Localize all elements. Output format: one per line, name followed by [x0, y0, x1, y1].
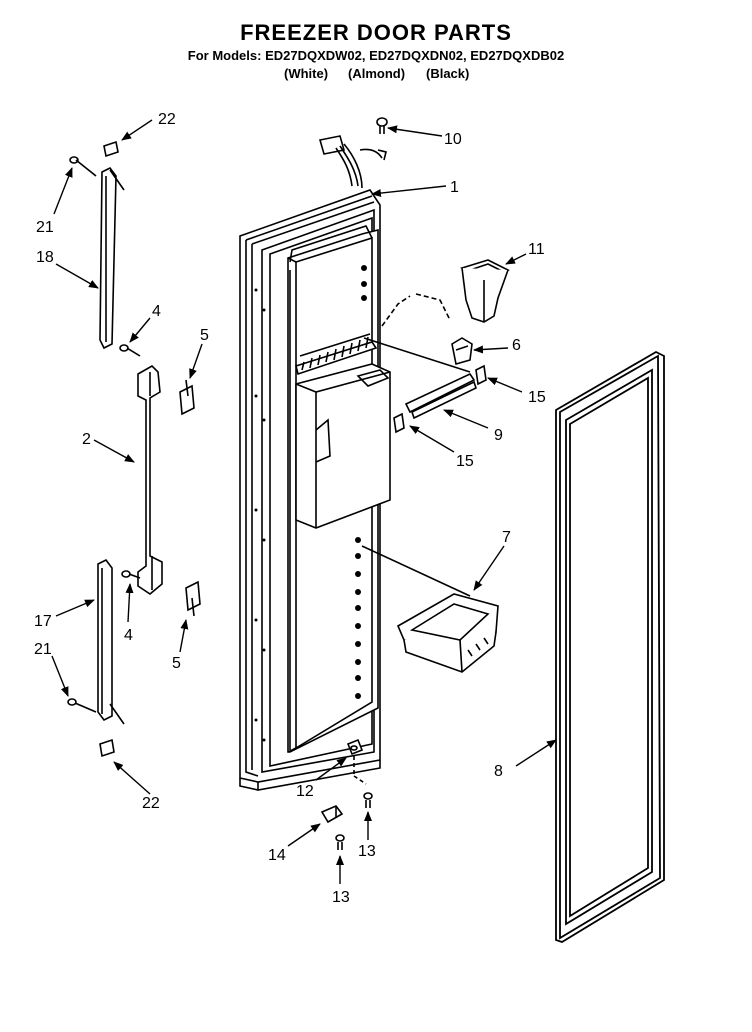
- callout-21-bottom: 21: [34, 641, 52, 658]
- callout-10: 10: [444, 131, 462, 148]
- finish-white: (White): [284, 66, 329, 81]
- callout-14: 14: [268, 847, 286, 864]
- leader-lines: [51, 119, 557, 884]
- callout-15-right: 15: [528, 389, 546, 406]
- models-line: For Models: ED27DQXDW02, ED27DQXDN02, ED…: [187, 48, 565, 63]
- handle-assembly: [67, 140, 201, 758]
- hinge-hardware: [320, 738, 373, 850]
- wire-harness: [318, 135, 387, 189]
- callout-4-top: 4: [152, 303, 161, 320]
- callout-8: 8: [494, 763, 503, 780]
- callout-13-bottom: 13: [332, 889, 350, 906]
- callout-2: 2: [82, 431, 91, 448]
- chute-door-6: [451, 337, 473, 366]
- callout-11: 11: [528, 241, 545, 258]
- screw-10: [376, 117, 388, 134]
- callout-5-top: 5: [200, 327, 209, 344]
- ice-chute: [381, 259, 510, 327]
- callout-13-right: 13: [358, 843, 376, 860]
- finish-row: (White) (Almond) (Black): [0, 66, 752, 82]
- callout-9: 9: [494, 427, 503, 444]
- callout-15-lower: 15: [456, 453, 474, 470]
- callout-22-top: 22: [158, 111, 176, 128]
- diagram-title: FREEZER DOOR PARTS: [240, 20, 512, 45]
- callout-5-bottom: 5: [172, 655, 181, 672]
- callout-labels: 1 2 4 4 5 5 6 7 8 9 10 11 12 13 13 14 15…: [34, 111, 546, 906]
- door-gasket: [555, 350, 665, 943]
- callout-7: 7: [502, 529, 511, 546]
- callout-22-bottom: 22: [142, 795, 160, 812]
- finish-black: (Black): [426, 66, 470, 81]
- callout-4-bottom: 4: [124, 627, 133, 644]
- door-panel: [239, 189, 391, 791]
- callout-18: 18: [36, 249, 54, 266]
- callout-21-top: 21: [36, 219, 54, 236]
- callout-1: 1: [450, 179, 459, 196]
- door-shelf: [361, 545, 499, 673]
- dispenser-bar: [363, 337, 487, 434]
- callout-6: 6: [512, 337, 521, 354]
- callout-17: 17: [34, 613, 52, 630]
- callout-12: 12: [296, 783, 314, 800]
- finish-almond: (Almond): [348, 66, 406, 81]
